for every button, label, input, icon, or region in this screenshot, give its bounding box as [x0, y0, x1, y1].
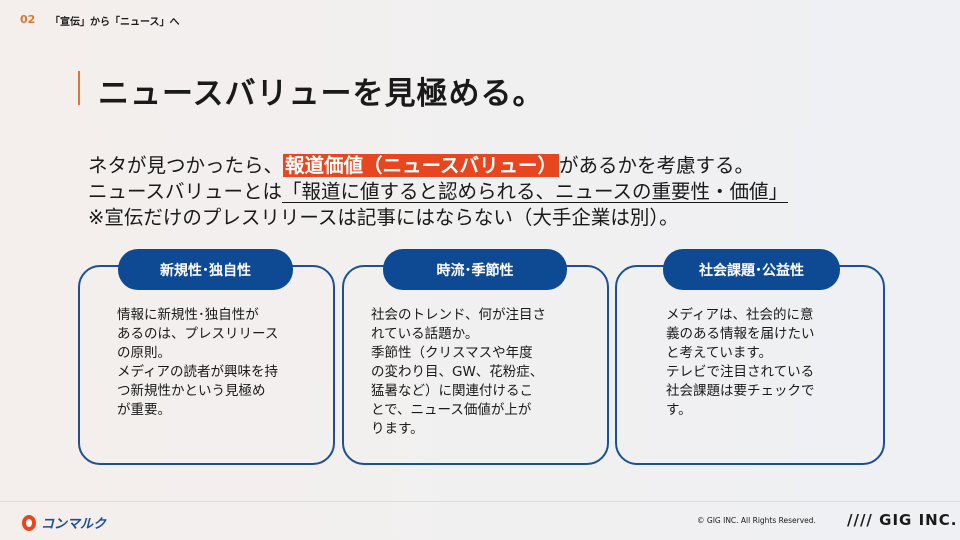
page-title: ニュースバリューを見極める。: [98, 76, 545, 112]
card-body-line: メディアの読者が興味を持: [117, 364, 279, 380]
card-body-line: テレビで注目されている: [666, 364, 815, 380]
card-body-novelty: 情報に新規性･独自性があるのは、プレスリリースの原則。メディアの読者が興味を持つ…: [117, 306, 278, 420]
card-body-line: 義のある情報を届けたい: [666, 326, 815, 342]
card-label-novelty: 新規性･独自性: [118, 249, 293, 290]
intro-line3: ※宣伝だけのプレスリリースは記事にはならない（大手企業は別）。: [88, 206, 679, 229]
logo-mark-icon: [22, 514, 36, 531]
card-body-trend: 社会のトレンド、何が注目されている話題か。季節性（クリスマスや年度の変わり目、G…: [371, 306, 546, 439]
intro-line2-pre: ニュースバリューとは: [88, 180, 283, 203]
section-title: 「宣伝」から「ニュース」へ: [50, 17, 180, 28]
conmaruku-logo: コンマルク: [22, 513, 106, 532]
card-body-line: と考えています。: [666, 345, 772, 361]
gig-logo: //// GIG INC.: [847, 511, 958, 529]
card-body-line: 社会のトレンド、何が注目さ: [371, 307, 546, 323]
footer-divider: [0, 501, 960, 502]
card-body-line: が重要。: [117, 402, 171, 418]
copyright: © GIG INC. All Rights Reserved.: [697, 516, 816, 525]
intro-line1-post: があるかを考慮する。: [559, 154, 755, 177]
card-body-line: ります。: [371, 421, 424, 437]
title-accent-bar: [78, 71, 80, 105]
card-body-line: 社会課題は要チェックで: [666, 383, 815, 399]
card-body-line: とで、ニュース価値が上が: [371, 402, 532, 418]
card-label-trend: 時流･季節性: [383, 249, 567, 290]
card-body-line: メディアは、社会的に意: [666, 307, 814, 323]
card-label-social: 社会課題･公益性: [663, 249, 840, 290]
intro-line1-pre: ネタが見つかったら、: [88, 154, 284, 177]
card-body-social: メディアは、社会的に意義のある情報を届けたいと考えています。テレビで注目されてい…: [666, 306, 815, 420]
logo-text: コンマルク: [41, 517, 107, 532]
highlight-news-value: 報道価値（ニュースバリュー）: [283, 154, 560, 177]
card-body-line: あるのは、プレスリリース: [117, 326, 279, 342]
intro-text: ネタが見つかったら、報道価値（ニュースバリュー）があるかを考慮する。 ニュースバ…: [88, 153, 788, 231]
card-body-line: す。: [666, 402, 692, 418]
definition-underlined: 「報道に値すると認められる、ニュースの重要性・価値」: [282, 180, 789, 203]
card-body-line: の原則。: [117, 345, 171, 361]
card-body-line: 猛暑など）に関連付けるこ: [371, 383, 533, 399]
card-body-line: れている話題か。: [371, 326, 479, 342]
card-body-line: つ新規性かという見極め: [117, 383, 266, 399]
card-body-line: 情報に新規性･独自性が: [117, 307, 259, 323]
card-body-line: 季節性（クリスマスや年度: [371, 345, 533, 361]
page-number: 02: [20, 13, 36, 26]
card-body-line: の変わり目、GW、花粉症、: [371, 364, 544, 380]
